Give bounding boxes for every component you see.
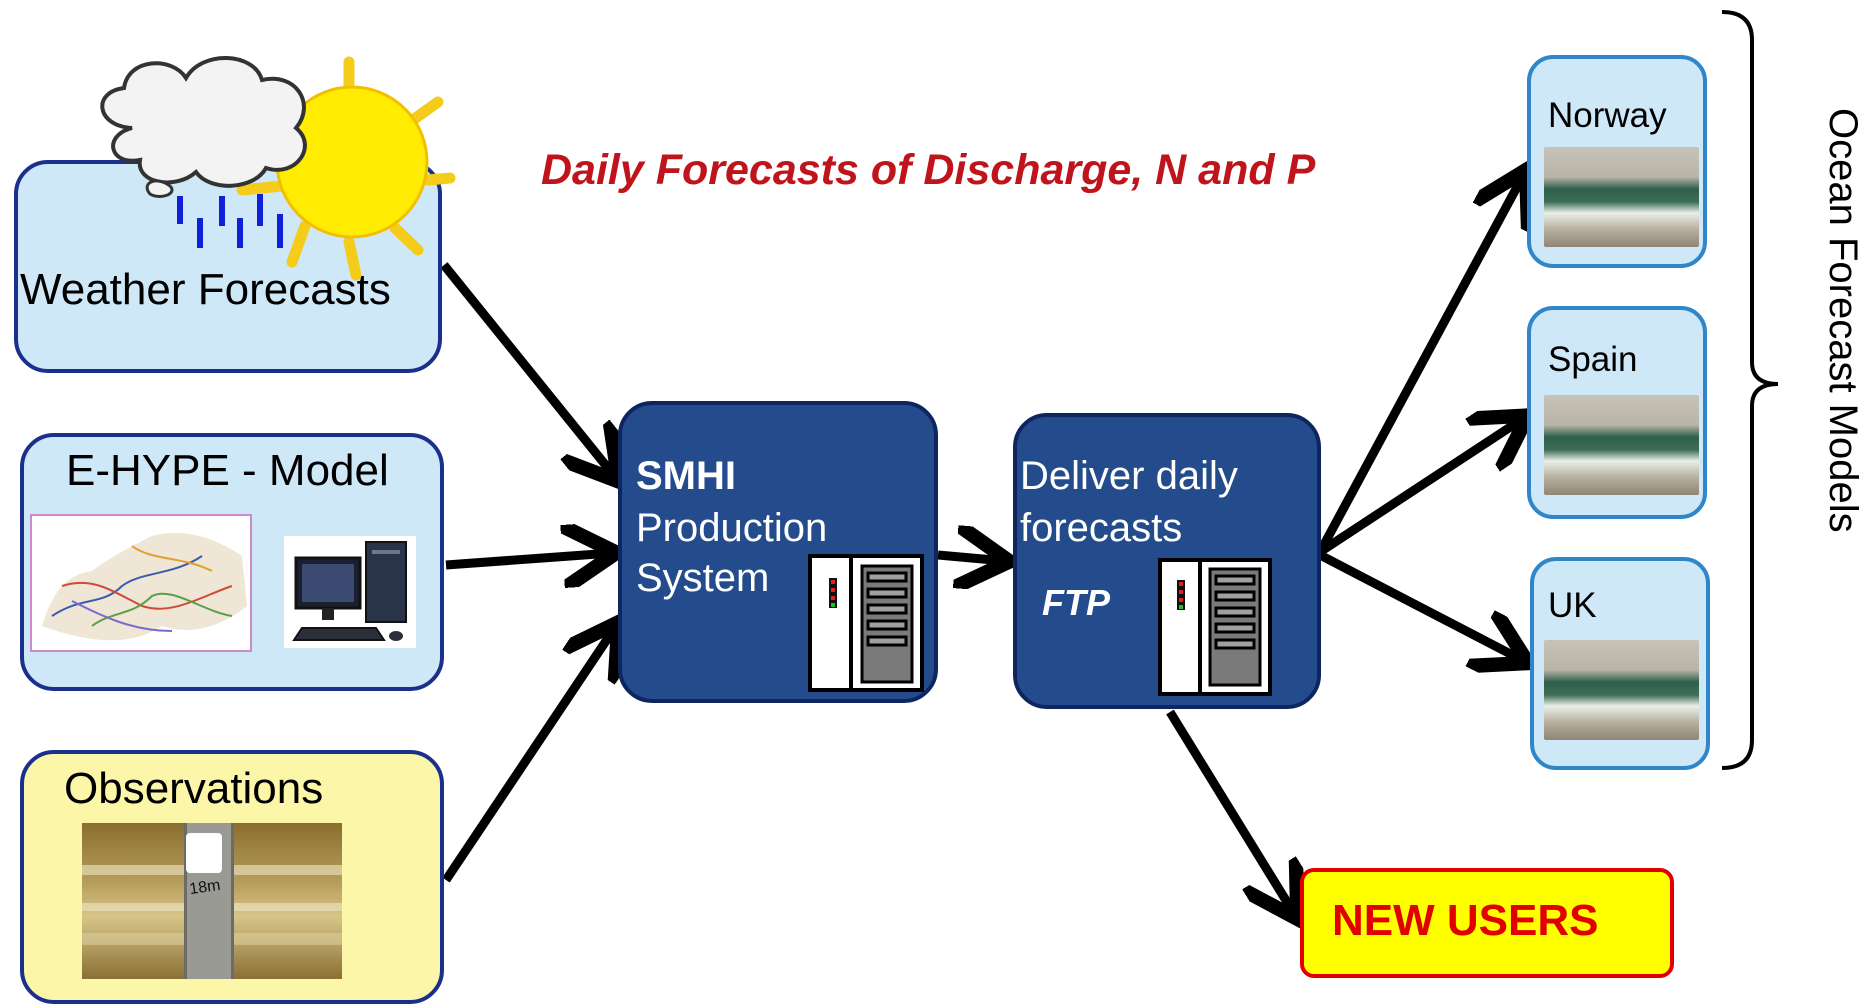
arrow-deliver-to-norway	[1316, 174, 1524, 555]
observations-label: Observations	[64, 764, 324, 813]
cloud-icon	[100, 56, 307, 198]
diagram-title: Daily Forecasts of Discharge, N and P	[541, 146, 1316, 194]
ftp-label: FTP	[1042, 582, 1110, 623]
rain-icon	[177, 194, 283, 248]
smhi-production-label: Production	[636, 506, 828, 550]
ocean-forecast-models-label: Ocean Forecast Models	[1821, 108, 1865, 533]
computer-icon	[284, 536, 416, 648]
arrow-deliver-to-spain	[1317, 418, 1524, 556]
arrow-deliver-to-uk	[1317, 551, 1524, 661]
new-users-label: NEW USERS	[1332, 896, 1599, 945]
arrow-model-to-smhi	[445, 553, 612, 565]
e-hype-model-label: E-HYPE - Model	[66, 446, 389, 495]
smhi-system-label: System	[636, 556, 770, 600]
ocean-model-spain-label: Spain	[1548, 340, 1638, 379]
ocean-wave-photo-uk	[1544, 640, 1699, 740]
ocean-wave-photo-norway	[1544, 147, 1699, 247]
smhi-production-system-box	[618, 401, 938, 703]
ocean-bracket	[1721, 10, 1779, 770]
deliver-forecasts-label: forecasts	[1020, 506, 1183, 550]
arrow-weather-to-smhi	[440, 262, 616, 478]
sun-icon	[236, 56, 456, 281]
weather-forecasts-label: Weather Forecasts	[20, 265, 391, 314]
ocean-wave-photo-spain	[1544, 395, 1699, 495]
water-gauge-photo: 18m	[82, 823, 342, 979]
new-users-box	[1300, 868, 1674, 978]
ocean-model-uk-label: UK	[1548, 586, 1597, 625]
arrow-deliver-to-newusers	[1166, 709, 1295, 915]
deliver-daily-label: Deliver daily	[1020, 454, 1238, 498]
arrow-smhi-to-deliver	[937, 555, 1005, 561]
ocean-model-norway-label: Norway	[1548, 96, 1667, 135]
arrow-obs-to-smhi	[442, 626, 616, 883]
europe-map-image	[30, 514, 252, 652]
smhi-label: SMHI	[636, 454, 736, 498]
